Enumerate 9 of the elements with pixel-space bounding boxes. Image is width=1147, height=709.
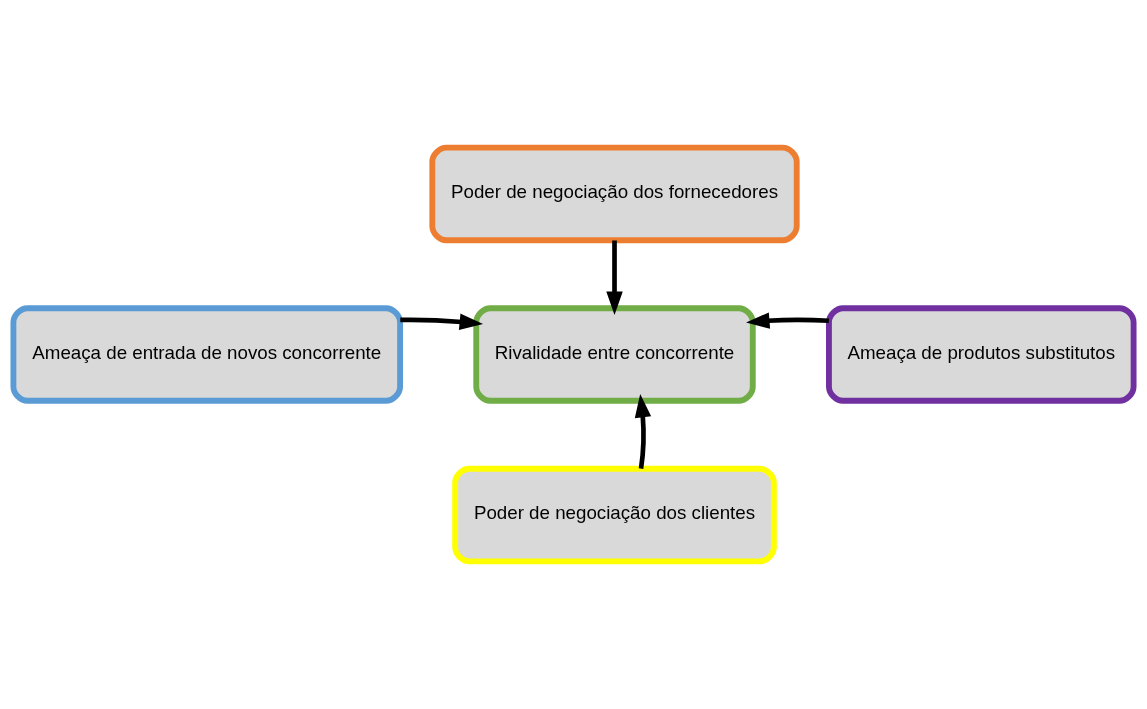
arrow [400, 313, 484, 330]
arrow [634, 393, 652, 469]
node-box: Poder de negociação dos fornecedores [429, 144, 800, 244]
node-box: Poder de negociação dos clientes [452, 465, 777, 565]
node-box: Rivalidade entre concorrente [473, 305, 756, 404]
arrow [606, 240, 623, 316]
node-box: Ameaça de produtos substitutos [826, 305, 1137, 404]
node-box: Ameaça de entrada de novos concorrente [10, 305, 403, 404]
arrow [746, 312, 829, 329]
